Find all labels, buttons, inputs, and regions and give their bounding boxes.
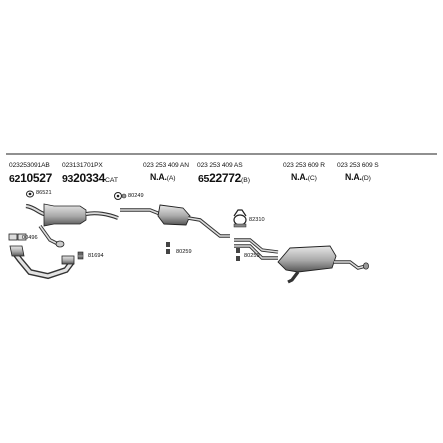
accessory-code-81694[interactable]: 81694 — [88, 253, 104, 259]
oe-number-1: 023253091AB — [9, 162, 50, 169]
part-number-4[interactable]: 6522772(B) — [198, 172, 250, 185]
clamp-80249[interactable] — [114, 192, 127, 200]
mount-80259-b[interactable] — [236, 248, 240, 261]
part-number-4-main: 22772 — [209, 171, 241, 185]
part-number-2[interactable]: 9320334CAT — [62, 172, 118, 185]
part-number-3-main: N.A. — [150, 172, 167, 182]
part-number-2-suffix: CAT — [104, 177, 119, 184]
oe-number-6: 023 253 609 S — [337, 162, 379, 169]
part-number-5[interactable]: N.A.(C) — [291, 173, 317, 183]
part-number-2-main: 20334 — [73, 171, 105, 185]
front-pipe-catalyst[interactable] — [25, 203, 119, 248]
part-number-5-suffix: (C) — [307, 175, 317, 182]
downpipe[interactable] — [9, 245, 75, 280]
part-number-6-suffix: (D) — [361, 175, 371, 182]
part-number-4-suffix: (B) — [240, 177, 251, 184]
part-number-2-prefix: 93 — [62, 173, 74, 185]
gasket-00496[interactable] — [8, 233, 27, 241]
accessory-code-82310[interactable]: 82310 — [249, 217, 265, 223]
oe-number-4: 023 253 409 AS — [197, 162, 243, 169]
part-number-4-prefix: 65 — [198, 173, 210, 185]
middle-silencer[interactable] — [120, 204, 230, 238]
mount-80259-a[interactable] — [166, 242, 170, 254]
part-number-3[interactable]: N.A.(A) — [150, 173, 175, 183]
part-number-6-main: N.A. — [345, 172, 362, 182]
accessory-code-80249[interactable]: 80249 — [128, 193, 144, 199]
rear-silencer[interactable] — [234, 238, 369, 284]
oe-number-2: 023131701PX — [62, 162, 103, 169]
clamp-86521[interactable] — [26, 190, 34, 198]
part-number-1[interactable]: 6210527 — [9, 172, 52, 185]
clamp-82310[interactable] — [233, 209, 247, 228]
part-number-3-suffix: (A) — [166, 175, 176, 182]
oe-number-3: 023 253 409 AN — [143, 162, 189, 169]
part-number-5-main: N.A. — [291, 172, 308, 182]
accessory-code-86521[interactable]: 86521 — [36, 190, 52, 196]
accessory-code-00496[interactable]: 00496 — [22, 235, 38, 241]
nut-81694[interactable] — [77, 251, 84, 260]
part-number-1-main: 10527 — [20, 171, 52, 185]
part-number-6[interactable]: N.A.(D) — [345, 173, 371, 183]
accessory-code-80259-b[interactable]: 80259 — [244, 253, 260, 259]
accessory-code-80259-a[interactable]: 80259 — [176, 249, 192, 255]
part-number-1-prefix: 62 — [9, 173, 21, 185]
oe-number-5: 023 253 609 R — [283, 162, 325, 169]
